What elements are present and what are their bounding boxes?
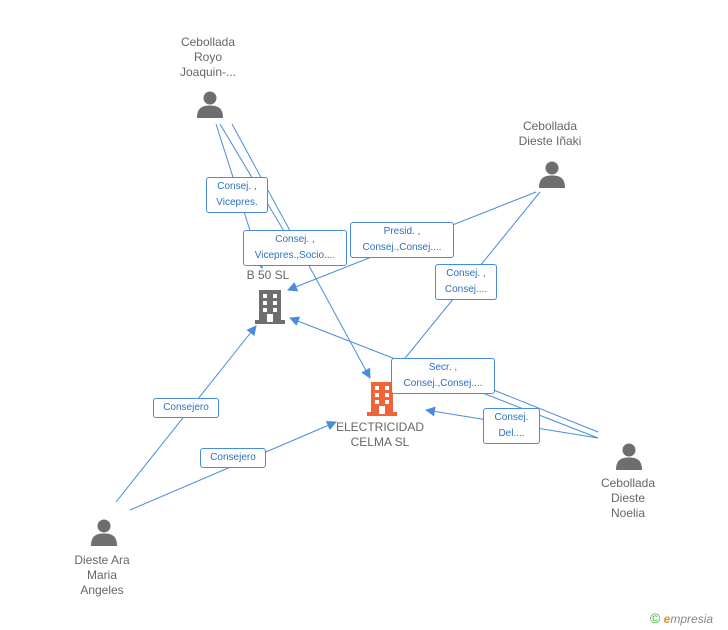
node-label-line: Dieste — [610, 491, 645, 505]
node-label-cebollada-inaki[interactable]: Cebollada Dieste Iñaki — [498, 119, 602, 149]
relation-text: Consej.,Consej.... — [362, 242, 442, 253]
node-label-line: Dieste Ara — [74, 553, 130, 567]
node-label-cebollada-royo[interactable]: Cebollada Royo Joaquin-... — [160, 35, 256, 80]
relation-label-royo-b50[interactable]: Consej. , Vicepres. — [206, 177, 268, 213]
relation-text: Del.... — [498, 428, 525, 439]
node-label-b50[interactable]: B 50 SL — [236, 268, 300, 283]
relation-text: Vicepres. — [216, 197, 258, 208]
relation-text: Consejero — [210, 452, 256, 463]
node-label-line: B 50 SL — [246, 268, 290, 282]
node-label-line: Angeles — [80, 583, 124, 597]
relation-text: Secr. , — [428, 362, 458, 373]
node-label-electricidad[interactable]: ELECTRICIDAD CELMA SL — [330, 420, 430, 450]
building-icon[interactable] — [255, 288, 285, 324]
brand-initial: e — [663, 612, 671, 626]
node-label-line: Noelia — [610, 506, 646, 520]
person-icon[interactable] — [615, 442, 643, 470]
relation-text: Consej. — [494, 412, 529, 423]
empresia-logo: © empresia — [650, 610, 713, 626]
relation-label-royo-b50-socio[interactable]: Consej. , Vicepres.,Socio.... — [243, 230, 347, 266]
node-label-line: Cebollada — [180, 35, 236, 49]
relation-label-inaki-b50[interactable]: Presid. , Consej.,Consej.... — [350, 222, 454, 258]
relation-text: Presid. , — [383, 226, 421, 237]
node-label-line: Cebollada — [600, 476, 656, 490]
node-label-line: Dieste Iñaki — [518, 134, 582, 148]
node-label-line: CELMA SL — [350, 435, 410, 449]
relation-text: Consej.,Consej.... — [403, 378, 483, 389]
relation-label-noelia-electricidad[interactable]: Consej. Del.... — [483, 408, 540, 444]
relation-label-noelia-b50[interactable]: Secr. , Consej.,Consej.... — [391, 358, 495, 394]
relation-label-ara-electricidad[interactable]: Consejero — [200, 448, 266, 468]
relation-text: Consej. , — [217, 181, 257, 192]
relation-text: Vicepres.,Socio.... — [254, 250, 336, 261]
person-icon[interactable] — [538, 160, 566, 188]
building-icon[interactable] — [367, 380, 397, 416]
node-label-line: Maria — [86, 568, 117, 582]
relation-text: Consej. , — [446, 268, 486, 279]
brand-name: mpresia — [670, 612, 714, 626]
node-label-cebollada-noelia[interactable]: Cebollada Dieste Noelia — [585, 476, 671, 521]
copyright-symbol: © — [650, 610, 661, 626]
node-label-line: ELECTRICIDAD — [335, 420, 424, 434]
node-label-line: Cebollada — [522, 119, 578, 133]
node-label-line: Joaquin-... — [179, 65, 237, 79]
person-icon[interactable] — [90, 518, 118, 546]
person-icon[interactable] — [196, 90, 224, 118]
node-label-line: Royo — [193, 50, 222, 64]
relation-text: Consejero — [163, 402, 209, 413]
relation-label-ara-b50[interactable]: Consejero — [153, 398, 219, 418]
relation-text: Consej.... — [444, 284, 488, 295]
node-label-dieste-ara[interactable]: Dieste Ara Maria Angeles — [56, 553, 148, 598]
relation-text: Consej. , — [275, 234, 315, 245]
relation-label-inaki-electricidad[interactable]: Consej. , Consej.... — [435, 264, 497, 300]
